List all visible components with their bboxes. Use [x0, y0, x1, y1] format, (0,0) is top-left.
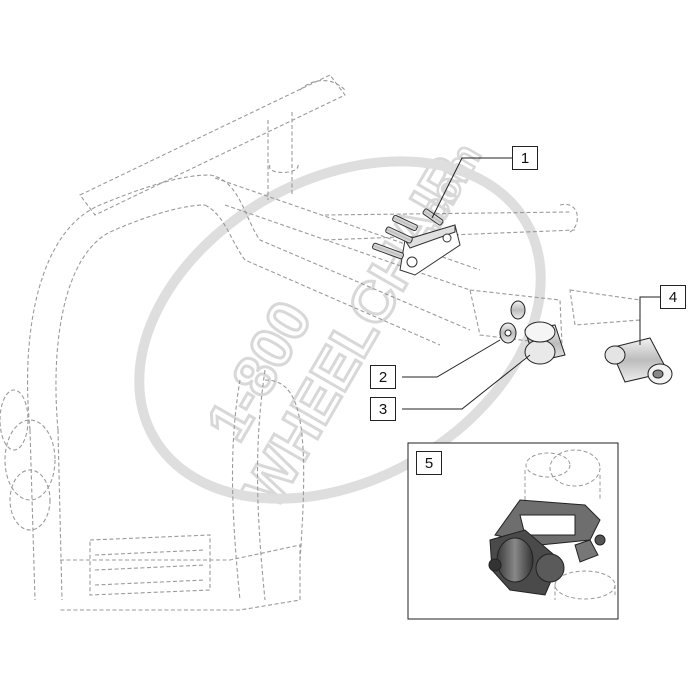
- leader-lines: [402, 157, 660, 410]
- callout-2-label: 2: [378, 368, 388, 386]
- callout-3-label: 3: [378, 400, 388, 418]
- callout-1: 1: [512, 146, 538, 170]
- callout-4: 4: [660, 285, 686, 309]
- detail-inset-drawing: [488, 449, 616, 600]
- callout-3: 3: [370, 397, 396, 421]
- callout-4-label: 4: [668, 288, 678, 306]
- callout-2: 2: [370, 365, 396, 389]
- callout-5: 5: [416, 451, 442, 475]
- callout-1-label: 1: [520, 149, 530, 167]
- spacer-part: [499, 300, 526, 344]
- callout-5-label: 5: [424, 454, 434, 472]
- sleeve-part: [604, 337, 673, 385]
- bushing-part: [524, 321, 566, 365]
- bracket-assembly: [372, 208, 461, 276]
- wheelchair-frame: [0, 74, 641, 611]
